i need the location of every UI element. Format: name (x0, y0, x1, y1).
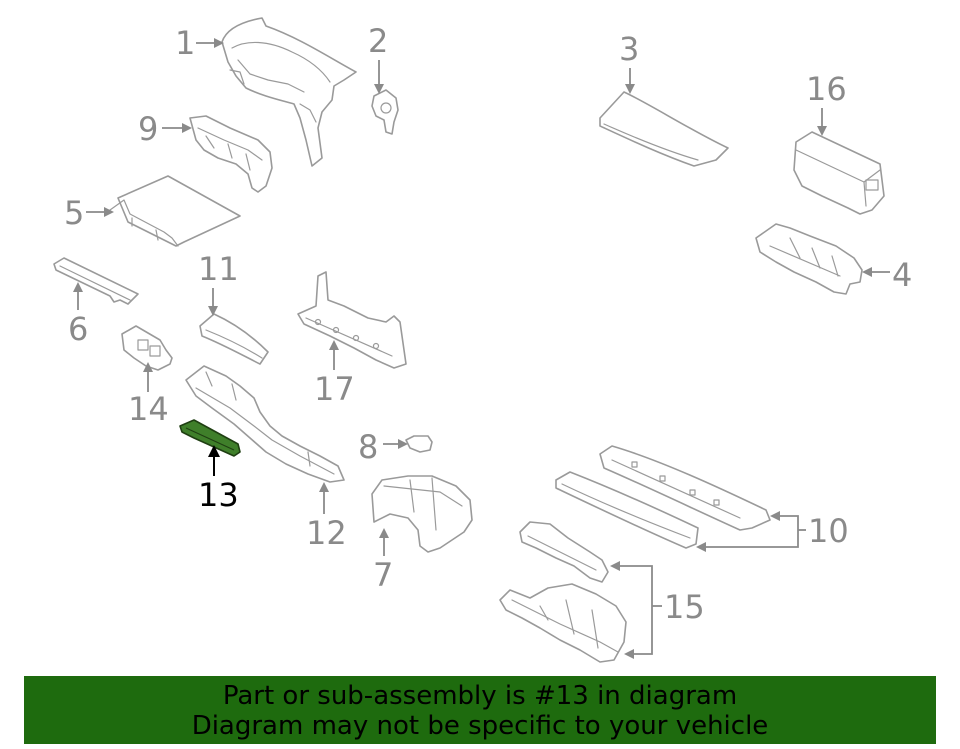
callout-13: 13 (198, 476, 239, 514)
part-15-glovebox-lower (499, 583, 627, 663)
callout-15: 15 (664, 588, 705, 626)
callout-2: 2 (368, 22, 388, 60)
part-4-bracket (755, 223, 863, 295)
part-13-highlighted (179, 419, 241, 457)
banner-line-1: Part or sub-assembly is #13 in diagram (222, 681, 738, 711)
leader-15 (610, 561, 662, 659)
callout-16: 16 (806, 70, 847, 108)
part-12-knee-panel (185, 365, 345, 483)
part-1-cluster-bezel (221, 17, 357, 167)
info-banner: Part or sub-assembly is #13 in diagram D… (24, 676, 936, 744)
part-9-panel-frame (189, 115, 273, 193)
part-5-tray (109, 175, 241, 247)
part-10-trim-upper (599, 445, 771, 531)
callout-7: 7 (373, 556, 393, 594)
callout-11: 11 (198, 250, 239, 288)
callout-17: 17 (314, 370, 355, 408)
callout-5: 5 (64, 194, 84, 232)
part-3-trim-panel (599, 91, 729, 167)
callout-14: 14 (128, 390, 169, 428)
part-15-glovebox-upper (519, 521, 609, 583)
part-6-strip (53, 257, 139, 305)
callout-6: 6 (68, 310, 88, 348)
part-7-lower-bracket (371, 475, 473, 553)
part-14-switch (121, 325, 173, 371)
part-8-small-bracket (405, 435, 433, 453)
callout-1: 1 (175, 24, 195, 62)
callout-8: 8 (358, 428, 378, 466)
callout-9: 9 (138, 110, 158, 148)
part-16-module (793, 131, 885, 215)
part-17-bracket (297, 271, 407, 369)
callout-4: 4 (892, 256, 912, 294)
banner-line-2: Diagram may not be specific to your vehi… (191, 711, 769, 741)
callout-12: 12 (306, 514, 347, 552)
callout-10: 10 (808, 512, 849, 550)
part-2-clip (371, 89, 399, 135)
part-11-trim (199, 313, 269, 365)
callout-3: 3 (619, 30, 639, 68)
leader-10 (696, 511, 806, 552)
